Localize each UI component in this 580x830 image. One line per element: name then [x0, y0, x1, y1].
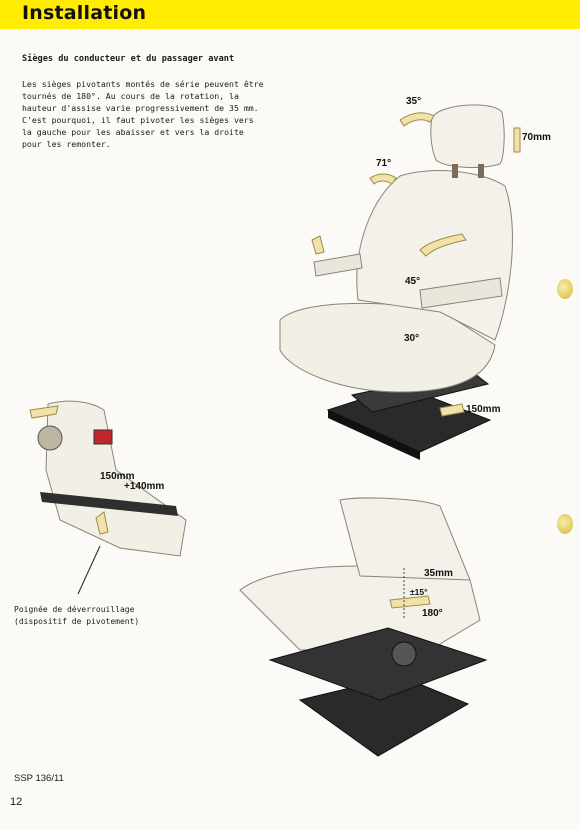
armrest-angle-30-label: 30° — [404, 333, 420, 344]
height-change-label: 35mm — [424, 568, 453, 579]
paragraph-line: C'est pourquoi, il faut pivoter les sièg… — [22, 115, 254, 125]
paragraph-line: Les sièges pivotants montés de série peu… — [22, 79, 264, 89]
caption-line: Poignée de déverrouillage — [14, 605, 135, 614]
backrest-angle-label: 71° — [376, 158, 392, 169]
angle-15-label: ±15° — [410, 587, 428, 597]
rail-travel-label: 150mm — [466, 404, 501, 415]
paragraph-line: la gauche pour les abaisser et vers la d… — [22, 127, 244, 137]
body-paragraph: Les sièges pivotants montés de série peu… — [22, 78, 272, 150]
figure-reference: SSP 136/11 — [14, 773, 64, 784]
unlock-handle-caption: Poignée de déverrouillage (dispositif de… — [14, 604, 214, 628]
rail-150-label: 150mm — [100, 471, 135, 482]
section-subtitle: Sièges du conducteur et du passager avan… — [22, 54, 235, 64]
header-bar: Installation — [0, 0, 580, 29]
binder-hole — [557, 279, 573, 299]
rail-140-label: +140mm — [124, 481, 165, 492]
paragraph-line: tournés de 180°. Au cours de la rotation… — [22, 91, 239, 101]
paragraph-line: hauteur d'assise varie progressivement d… — [22, 103, 259, 113]
armrest-angle-45-label: 45° — [405, 276, 421, 287]
headrest-height-label: 70mm — [522, 132, 551, 143]
paragraph-line: pour les remonter. — [22, 139, 111, 149]
caption-line: (dispositif de pivotement) — [14, 617, 140, 626]
headrest-tilt-label: 35° — [406, 96, 422, 107]
binder-hole — [557, 514, 573, 534]
rotation-180-label: 180° — [422, 608, 443, 619]
page-title: Installation — [22, 2, 147, 24]
page-number: 12 — [10, 796, 23, 808]
